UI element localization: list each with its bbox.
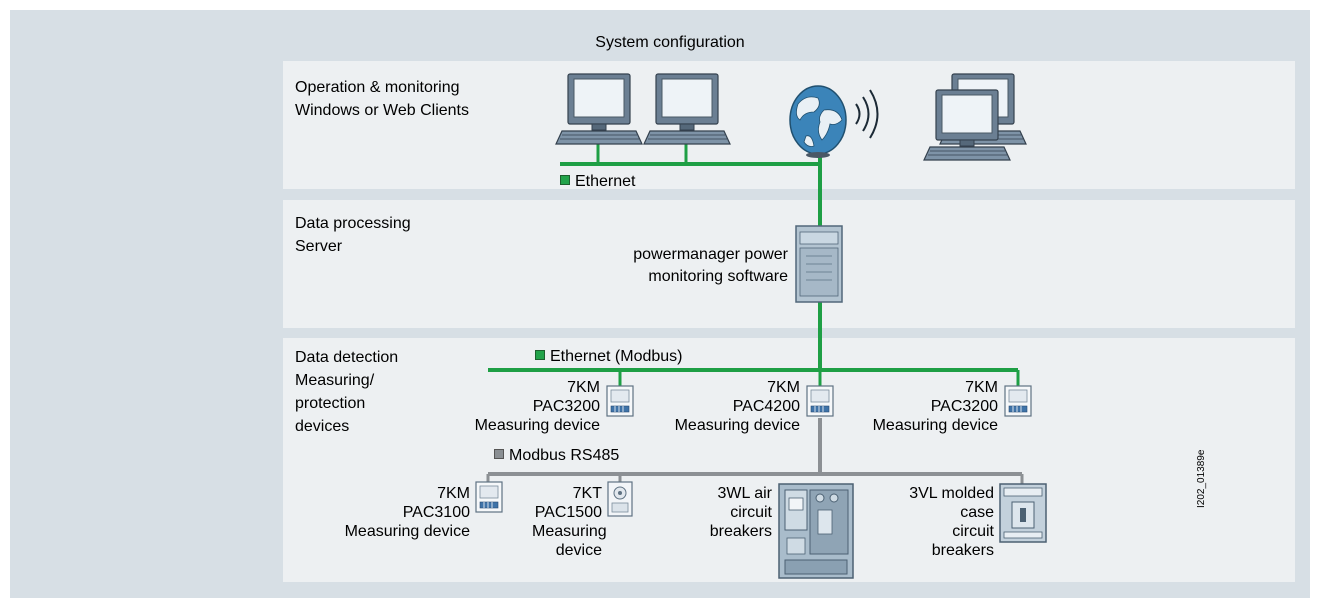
globe-icon [789,85,847,158]
meter-icon [606,385,634,417]
band-label-operation: Operation & monitoring Windows or Web Cl… [295,79,469,119]
band-label-processing: Data processing Server [295,215,411,255]
device-3vl-breakers: 3VL molded case circuit breakers [909,485,994,559]
band-operation-monitoring [283,61,1295,189]
device-3wl-breakers: 3WL air circuit breakers [709,485,772,540]
circuit-breaker-icon [778,483,854,579]
ethernet-modbus-label-text: Ethernet (Modbus) [550,348,683,365]
ethernet-legend-icon [560,175,570,185]
ethernet-modbus-legend-icon [535,350,545,360]
computer-icon [643,73,731,145]
meter-icon [475,481,503,513]
document-id: I202_01389e [1196,449,1207,508]
ethernet-modbus-label: Ethernet (Modbus) [535,347,683,366]
server-icon [795,225,843,303]
computer-icon [923,89,1011,161]
modbus-rs485-legend-icon [494,449,504,459]
wireless-icon [855,89,879,139]
band-label-detection: Data detection Measuring/ protection dev… [295,349,399,435]
ethernet-bus [560,142,822,370]
modbus-rs485-label-text: Modbus RS485 [509,447,620,464]
modbus-rs485-label: Modbus RS485 [494,446,619,465]
computer-icon [555,73,643,145]
ethernet-modbus-bus [488,368,1020,388]
device-pac4200: 7KM PAC4200 Measuring device [674,379,800,434]
device-pac3200-left: 7KM PAC3200 Measuring device [474,379,600,434]
server-software-label: powermanager power monitoring software [633,246,788,285]
circuit-breaker-icon [999,483,1047,543]
diagram-title: System configuration [595,34,745,51]
ethernet-label: Ethernet [560,172,635,191]
band-data-processing [283,200,1295,328]
device-pac3200-right: 7KM PAC3200 Measuring device [872,379,998,434]
meter-icon [607,481,633,517]
device-pac3100: 7KM PAC3100 Measuring device [344,485,470,540]
ethernet-label-text: Ethernet [575,173,636,190]
meter-icon [1004,385,1032,417]
meter-icon [806,385,834,417]
device-pac1500: 7KT PAC1500 Measuring device [532,485,607,559]
